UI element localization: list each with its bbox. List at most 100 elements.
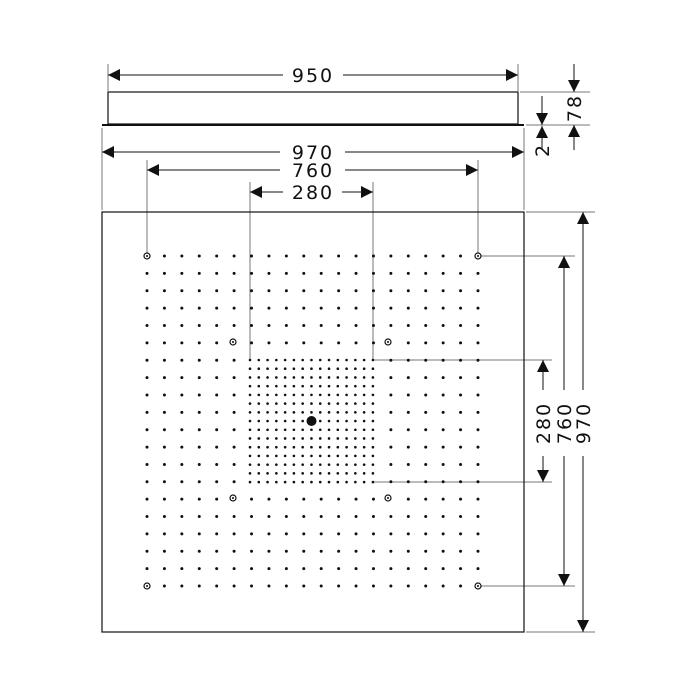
nozzle <box>362 445 366 449</box>
nozzle <box>362 393 366 397</box>
nozzle <box>197 584 201 588</box>
nozzle <box>371 463 375 466</box>
nozzle <box>284 306 288 310</box>
nozzle <box>215 393 219 397</box>
nozzle <box>301 445 304 449</box>
nozzle <box>302 341 306 345</box>
nozzle <box>197 480 201 484</box>
nozzle <box>145 532 149 536</box>
nozzle <box>267 323 271 327</box>
nozzle <box>336 358 340 362</box>
nozzle <box>345 376 348 379</box>
nozzle <box>327 411 331 414</box>
nozzle <box>275 419 278 423</box>
nozzle <box>371 428 375 432</box>
nozzle <box>459 323 463 327</box>
nozzle <box>257 367 261 371</box>
nozzle <box>275 437 278 440</box>
nozzle <box>476 497 480 501</box>
nozzle <box>424 393 428 397</box>
nozzle <box>310 480 313 484</box>
nozzle <box>292 411 296 414</box>
nozzle <box>476 515 480 519</box>
nozzle <box>327 480 331 484</box>
nozzle <box>250 497 254 501</box>
nozzle <box>215 358 219 362</box>
nozzle <box>232 323 236 327</box>
nozzle <box>406 341 410 345</box>
nozzle <box>337 341 341 345</box>
nozzle <box>145 323 149 327</box>
nozzle <box>319 549 323 553</box>
nozzle <box>319 497 323 501</box>
nozzle <box>389 584 393 588</box>
nozzle <box>389 567 393 571</box>
nozzle <box>215 549 219 553</box>
nozzle <box>441 445 445 449</box>
nozzle <box>162 515 166 519</box>
nozzle <box>354 419 357 423</box>
nozzle <box>424 532 428 536</box>
nozzle <box>354 463 357 466</box>
nozzle <box>180 306 184 310</box>
nozzle <box>266 463 269 466</box>
nozzle <box>145 306 149 310</box>
nozzle <box>371 472 375 475</box>
nozzle <box>283 411 287 414</box>
nozzle <box>310 402 313 405</box>
nozzle <box>250 532 254 536</box>
nozzle <box>371 367 375 371</box>
nozzle <box>197 271 201 275</box>
nozzle <box>197 358 201 362</box>
nozzle <box>301 437 304 440</box>
nozzle <box>197 323 201 327</box>
center-nozzle <box>306 416 317 426</box>
nozzle <box>283 419 287 423</box>
nozzle <box>145 549 149 553</box>
nozzle <box>389 532 393 536</box>
nozzle <box>284 289 288 293</box>
nozzle <box>318 480 322 484</box>
nozzle <box>476 445 480 449</box>
nozzle <box>292 367 296 371</box>
nozzle <box>266 393 269 397</box>
nozzle <box>424 376 428 380</box>
dim-280-label: 280 <box>292 182 334 204</box>
nozzle <box>310 463 313 466</box>
nozzle <box>266 384 269 388</box>
nozzle <box>354 341 358 345</box>
nozzle <box>336 437 340 440</box>
nozzle <box>354 271 358 275</box>
nozzle <box>319 254 323 258</box>
nozzle <box>302 549 306 553</box>
nozzle <box>162 376 166 380</box>
nozzle <box>337 515 341 519</box>
nozzle <box>284 497 288 501</box>
nozzle <box>389 254 393 258</box>
nozzle <box>406 497 410 501</box>
nozzle <box>162 393 166 397</box>
nozzle <box>162 428 166 432</box>
nozzle <box>459 289 463 293</box>
nozzle <box>441 567 445 571</box>
nozzle <box>371 289 375 293</box>
nozzle <box>180 289 184 293</box>
nozzle <box>337 532 341 536</box>
nozzle <box>180 445 184 449</box>
nozzle <box>292 480 296 484</box>
nozzle <box>284 271 288 275</box>
nozzle <box>250 289 254 293</box>
dim-side-970-label: 970 <box>573 402 595 444</box>
nozzle <box>336 367 340 371</box>
nozzle <box>476 289 480 293</box>
nozzle <box>476 549 480 553</box>
nozzle <box>459 445 463 449</box>
nozzle <box>257 358 261 362</box>
nozzle <box>302 289 306 293</box>
nozzle <box>275 384 278 388</box>
nozzle <box>250 254 254 258</box>
nozzle <box>354 454 357 458</box>
mounting-hole-center <box>387 341 389 343</box>
nozzle <box>362 402 366 405</box>
nozzle <box>354 532 358 536</box>
